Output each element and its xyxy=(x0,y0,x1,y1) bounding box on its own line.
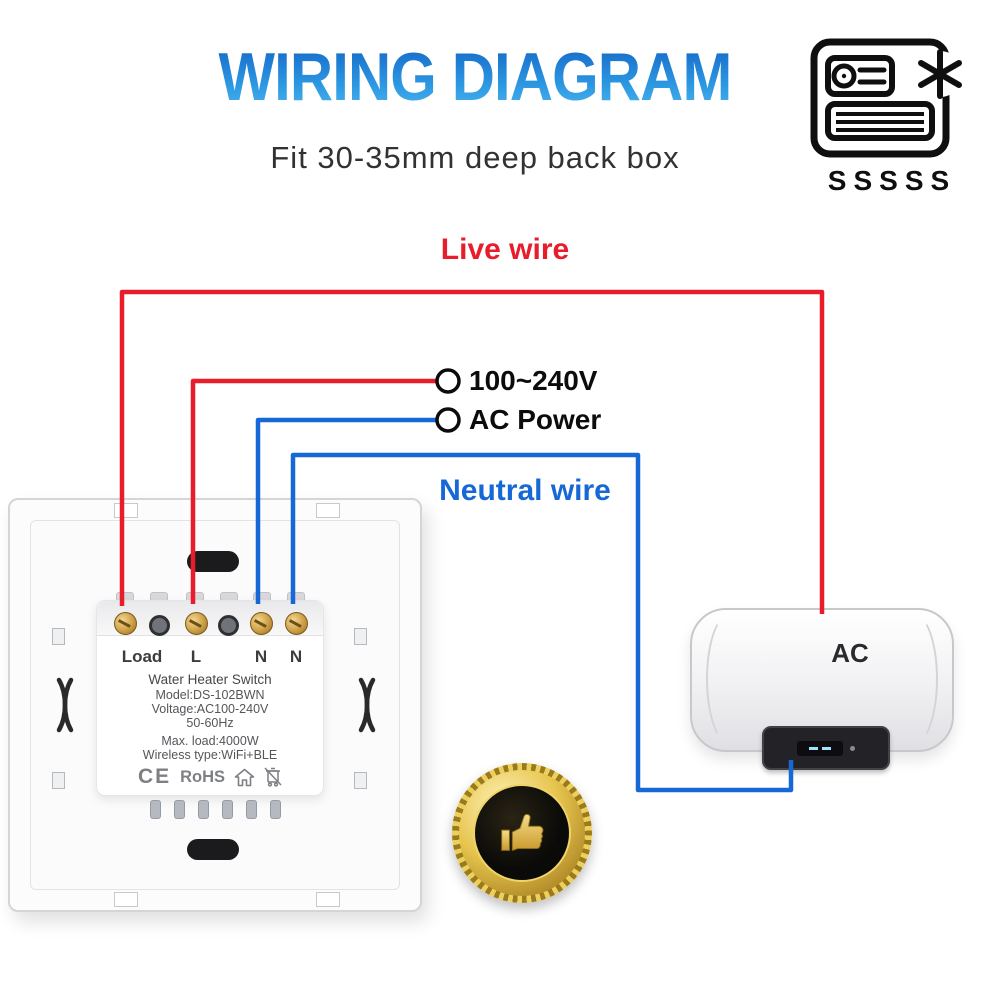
spec-line: Max. load:4000W xyxy=(161,734,259,748)
heat-squiggles-icon: SSSSS xyxy=(828,165,956,196)
spec-line: Model:DS-102BWN xyxy=(155,688,265,702)
switch-module: Load L N N Water Heater Switch Model:DS-… xyxy=(96,600,324,796)
air-conditioner-icon: SSSSS xyxy=(806,34,978,206)
terminal-screw-empty xyxy=(149,615,170,636)
quality-badge xyxy=(452,763,592,903)
terminal-label-n1: N xyxy=(254,647,268,666)
ce-mark: CE xyxy=(137,765,172,788)
power-terminal-dot xyxy=(435,407,461,433)
terminal-screw-load xyxy=(114,612,137,635)
rohs-mark: RoHS xyxy=(180,767,226,786)
vent-slot xyxy=(246,800,257,819)
heater-ac-label: AC xyxy=(831,638,869,668)
power-type-label: AC Power xyxy=(469,404,602,435)
heater-knob xyxy=(850,745,855,751)
heater-end-cap xyxy=(890,613,938,745)
vent-slot xyxy=(150,800,161,819)
mounting-slot-bottom xyxy=(187,839,239,860)
water-heater: AC xyxy=(690,608,954,770)
heater-end-cap xyxy=(706,613,754,745)
screw-slot xyxy=(316,503,340,518)
terminal-screw-empty xyxy=(218,615,239,636)
vent-slot xyxy=(222,800,233,819)
page-title: WIRING DIAGRAM xyxy=(57,38,893,116)
crossed-wheelie-bin-icon xyxy=(264,767,282,787)
terminal-screw-neutral xyxy=(250,612,273,635)
fixing-hole xyxy=(354,628,367,645)
switch-spec-text: Water Heater Switch Model:DS-102BWN Volt… xyxy=(97,672,323,763)
terminal-label-l: L xyxy=(190,647,202,666)
smart-switch-back-panel: Load L N N Water Heater Switch Model:DS-… xyxy=(8,498,422,912)
fixing-hole xyxy=(52,772,65,789)
terminal-screw-neutral xyxy=(285,612,308,635)
vent-slot xyxy=(270,800,281,819)
vent-slots xyxy=(150,800,281,819)
subtitle: Fit 30-35mm deep back box xyxy=(270,140,680,175)
side-clip-slot xyxy=(50,676,78,734)
fan-icon xyxy=(831,63,857,89)
display-segment xyxy=(822,746,831,750)
spec-line: Voltage:AC100-240V xyxy=(151,702,269,716)
vent-slot xyxy=(174,800,185,819)
mounting-slot-top xyxy=(187,551,239,572)
vent-slot xyxy=(198,800,209,819)
screw-slot xyxy=(114,503,138,518)
air-conditioner-icon-svg: SSSSS xyxy=(810,38,963,196)
screw-slot xyxy=(114,892,138,907)
heater-display xyxy=(797,740,843,756)
neutral-wire-label: Neutral wire xyxy=(439,474,611,507)
screw-slot xyxy=(316,892,340,907)
heater-control-panel xyxy=(762,726,890,770)
power-terminal-dot xyxy=(435,368,461,394)
terminal-label-load: Load xyxy=(121,647,163,666)
house-icon xyxy=(234,768,255,786)
spec-line: 50-60Hz xyxy=(186,716,234,730)
thumbs-up-icon xyxy=(501,813,544,851)
display-segment xyxy=(809,746,818,750)
side-clip-slot xyxy=(352,676,380,734)
terminal-screw-live xyxy=(185,612,208,635)
spec-line: Wireless type:WiFi+BLE xyxy=(142,748,278,762)
certification-row: CE RoHS xyxy=(97,765,323,789)
power-rating-label: 100~240V xyxy=(469,365,598,396)
badge-core xyxy=(473,784,571,882)
live-wire-label: Live wire xyxy=(440,233,570,266)
snowflake-icon xyxy=(917,49,963,99)
spec-line: Water Heater Switch xyxy=(148,672,272,687)
fixing-hole xyxy=(52,628,65,645)
fixing-hole xyxy=(354,772,367,789)
terminal-label-n2: N xyxy=(289,647,303,666)
